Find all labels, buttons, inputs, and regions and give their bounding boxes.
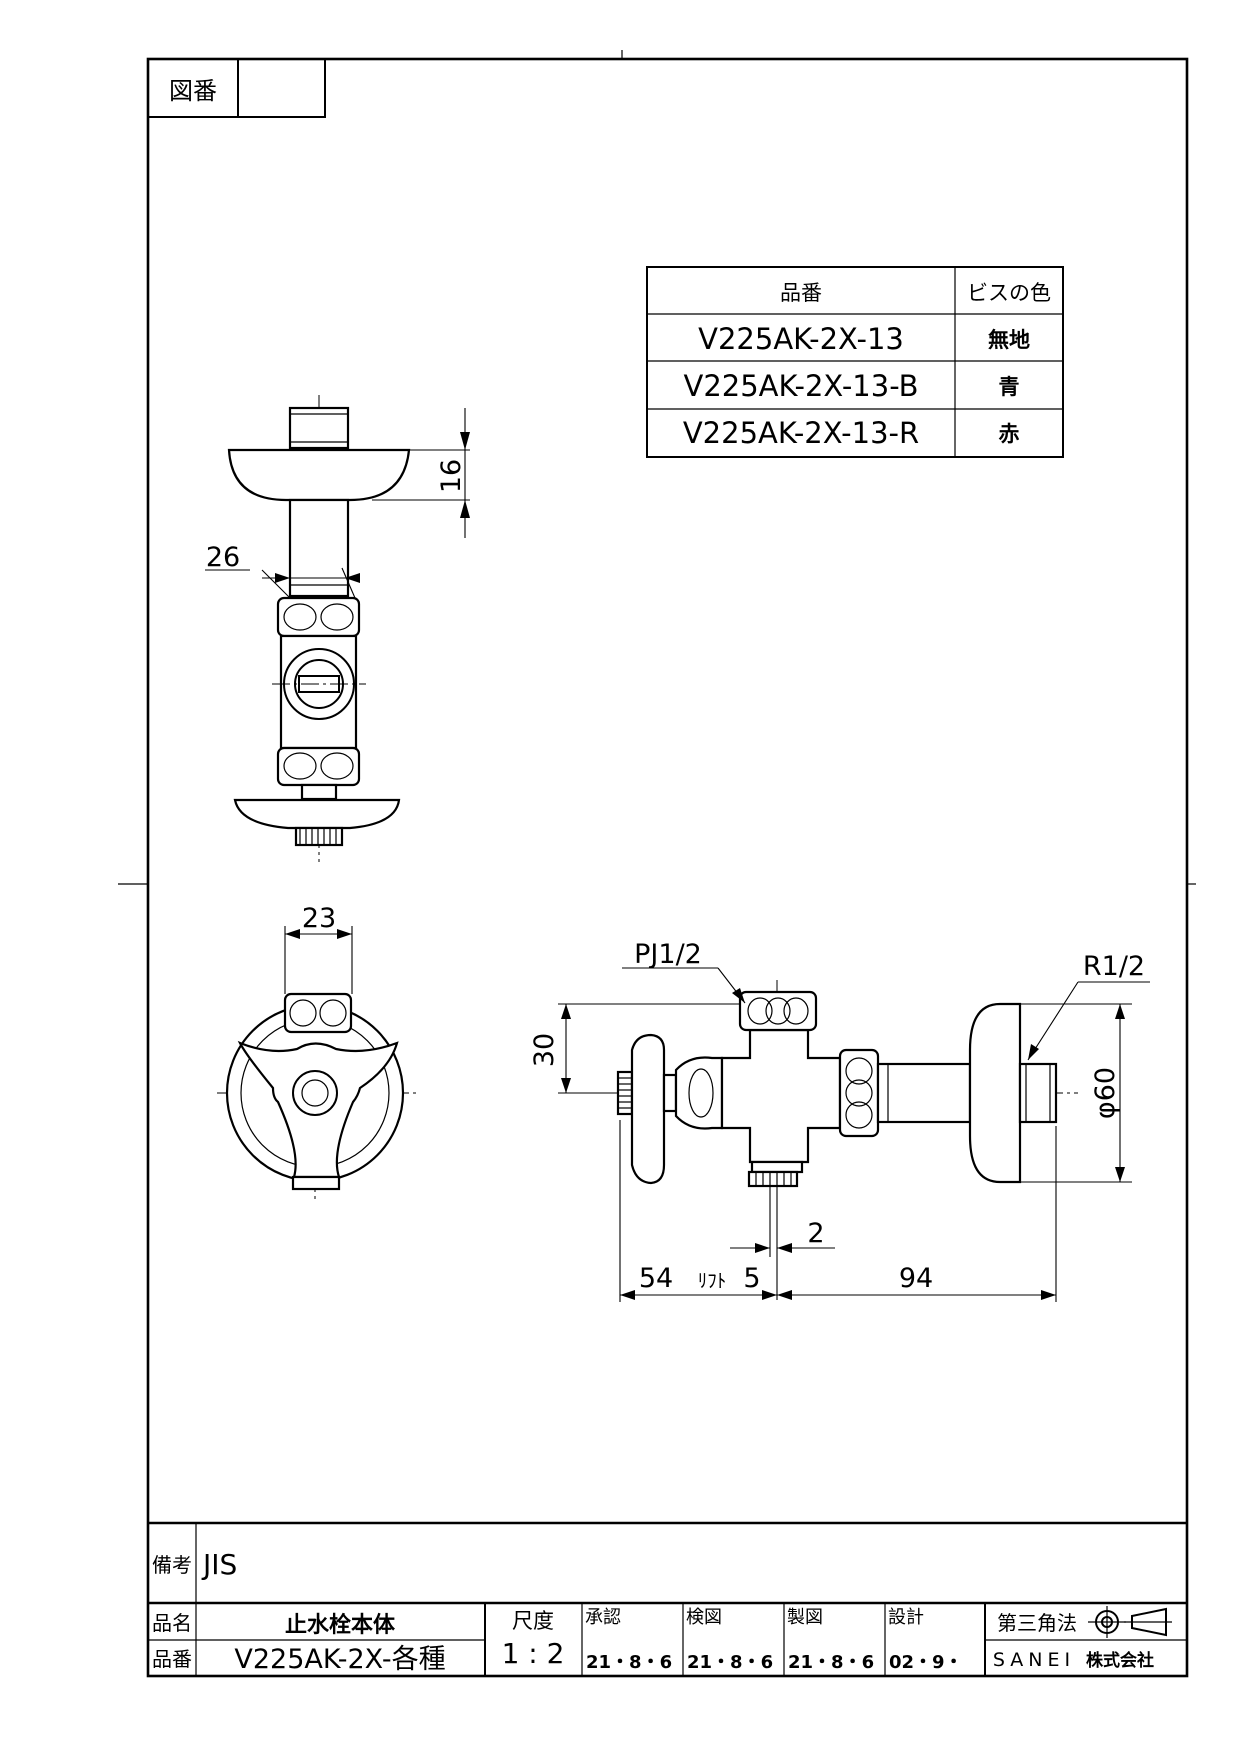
approval-date: 21・8・6: [586, 1652, 672, 1673]
dim-front-port: PJ1/2: [634, 939, 702, 970]
dim-front-right-length: 94: [899, 1263, 933, 1294]
design-date: 02・9・: [889, 1652, 963, 1673]
front-bottom-cap: [747, 1170, 799, 1188]
number-label: 品番: [152, 1647, 192, 1671]
front-bonnet: [674, 1056, 724, 1130]
front-pipe: [876, 1062, 972, 1124]
table-row-2-part: V225AK-2X-13-B: [683, 369, 918, 403]
front-view-dimensions: PJ1/2 R1/2 30 φ60 2: [529, 939, 1150, 1302]
front-view: [610, 980, 1078, 1225]
dim-front-diameter: φ60: [1090, 1067, 1121, 1119]
dim-top-height: 16: [436, 459, 467, 493]
third-angle-projection-icon: [1088, 1606, 1172, 1638]
side-view: [217, 992, 420, 1200]
table-row-1-part: V225AK-2X-13: [698, 322, 904, 356]
title-block: 備考 JIS 品名 止水栓本体 品番 V225AK-2X-各種 尺度 1 : 2…: [148, 1521, 1187, 1676]
top-thread: [288, 406, 350, 450]
design-label: 設計: [888, 1607, 924, 1628]
front-escutcheon: [968, 1002, 1022, 1184]
draft-label: 製図: [787, 1607, 823, 1628]
top-handle: [233, 798, 401, 830]
company-name: SANEI: [993, 1649, 1075, 1671]
top-screw: [294, 826, 344, 847]
remarks-label: 備考: [152, 1553, 192, 1577]
table-row-2-color: 青: [999, 375, 1020, 399]
remarks-value: JIS: [201, 1548, 237, 1581]
side-handle: [237, 1040, 399, 1179]
front-handle: [630, 1033, 666, 1185]
variants-table: 品番 ビスの色 V225AK-2X-13 無地 V225AK-2X-13-B 青…: [646, 266, 1064, 458]
top-view-dimensions: 16 26: [205, 408, 470, 599]
approval-label: 承認: [585, 1607, 621, 1628]
number-value: V225AK-2X-各種: [234, 1644, 445, 1675]
top-upper-nut: [276, 596, 361, 638]
company-suffix: 株式会社: [1086, 1650, 1154, 1671]
check-label: 検図: [686, 1607, 722, 1628]
table-row-3-color: 赤: [999, 422, 1020, 446]
name-value: 止水栓本体: [285, 1613, 396, 1638]
scale-value: 1 : 2: [502, 1637, 565, 1670]
dim-top-width: 26: [206, 542, 240, 573]
drawing-number-label: 図番: [169, 77, 217, 105]
projection-label: 第三角法: [997, 1611, 1077, 1635]
scale-label: 尺度: [512, 1609, 554, 1633]
dim-front-left-length: 54: [639, 1263, 673, 1294]
dim-front-lift-value: 5: [743, 1263, 760, 1294]
front-top-nut: [738, 990, 818, 1032]
table-header-part: 品番: [780, 281, 822, 305]
side-view-dimensions: 23: [284, 903, 353, 994]
dim-front-gap: 2: [807, 1218, 824, 1249]
front-body: [720, 1028, 842, 1164]
table-header-color: ビスの色: [967, 281, 1051, 305]
dim-front-lift-label: ﾘﾌﾄ: [698, 1270, 727, 1292]
drawing-number-box: 図番: [147, 58, 326, 118]
table-row-1-color: 無地: [988, 328, 1030, 352]
top-view: [227, 395, 411, 862]
top-lower-nut: [276, 746, 361, 787]
check-date: 21・8・6: [687, 1652, 773, 1673]
dim-front-height: 30: [529, 1033, 560, 1067]
dim-front-thread: R1/2: [1083, 951, 1145, 982]
draft-date: 21・8・6: [788, 1652, 874, 1673]
top-pipe: [288, 498, 350, 598]
side-nut: [283, 992, 353, 1034]
dim-side-width: 23: [302, 903, 336, 934]
name-label: 品名: [152, 1611, 192, 1635]
table-row-3-part: V225AK-2X-13-R: [683, 416, 919, 450]
top-escutcheon: [227, 448, 411, 502]
sheet-border: [146, 57, 1189, 1678]
